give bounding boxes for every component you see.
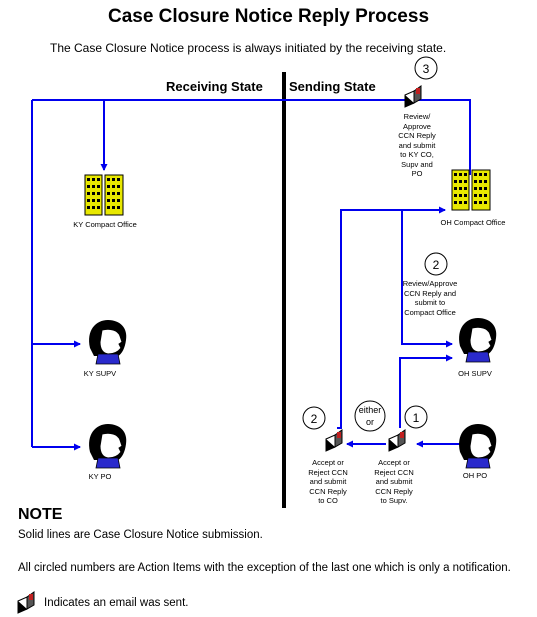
note-line-1: Solid lines are Case Closure Notice subm… bbox=[18, 529, 263, 541]
ky-po-label: KY PO bbox=[88, 472, 112, 481]
person-icon bbox=[458, 317, 497, 363]
step3-description: Review/ Approve CCN Reply and submit to … bbox=[398, 112, 436, 178]
action-item-2a-circle bbox=[302, 406, 326, 430]
page-title: Case Closure Notice Reply Process bbox=[107, 6, 430, 27]
person-icon bbox=[458, 423, 497, 469]
either-or-circle bbox=[354, 400, 386, 432]
or-label: or bbox=[366, 417, 374, 427]
step2a-description: Accept or Reject CCN and submit CCN Repl… bbox=[308, 458, 348, 505]
arrow-step2a-to-oh-compact-office bbox=[337, 206, 446, 429]
action-item-2b-circle bbox=[424, 252, 448, 276]
oh-compact-office-label: OH Compact Office bbox=[440, 218, 506, 227]
email-icon bbox=[388, 429, 406, 452]
action-item-1-circle bbox=[404, 405, 428, 429]
note-line-2: All circled numbers are Action Items wit… bbox=[18, 562, 511, 574]
ky-compact-office-label: KY Compact Office bbox=[73, 220, 137, 229]
oh-po-label: OH PO bbox=[462, 471, 488, 480]
sending-state-header: Sending State bbox=[289, 79, 376, 94]
arrow-to-oh-supv bbox=[401, 210, 453, 348]
action-item-2b-number: 2 bbox=[433, 258, 440, 272]
top-submission-line bbox=[32, 99, 471, 175]
person-icon bbox=[88, 319, 127, 365]
email-icon bbox=[404, 85, 422, 108]
person-icon bbox=[88, 423, 127, 469]
note-email-legend: Indicates an email was sent. bbox=[44, 597, 189, 609]
oh-supv-label: OH SUPV bbox=[458, 369, 492, 378]
note-heading: NOTE bbox=[18, 506, 63, 523]
page-subtitle: The Case Closure Notice process is alway… bbox=[50, 41, 447, 55]
ky-supv-label: KY SUPV bbox=[83, 369, 117, 378]
action-item-2a-number: 2 bbox=[311, 412, 318, 426]
email-icon bbox=[325, 429, 343, 452]
step2b-description: Review/Approve CCN Reply and submit to C… bbox=[402, 279, 458, 317]
action-item-1-number: 1 bbox=[413, 411, 420, 425]
building-icon bbox=[451, 169, 491, 211]
email-icon bbox=[17, 591, 35, 614]
building-icon bbox=[84, 174, 124, 216]
action-item-3-circle bbox=[414, 56, 438, 80]
either-label: either bbox=[359, 405, 382, 415]
step1-description: Accept or Reject CCN and submit CCN Repl… bbox=[374, 458, 414, 505]
receiving-state-header: Receiving State bbox=[166, 79, 263, 94]
action-item-3-number: 3 bbox=[423, 62, 430, 76]
arrow-step1-to-oh-supv bbox=[399, 354, 453, 428]
